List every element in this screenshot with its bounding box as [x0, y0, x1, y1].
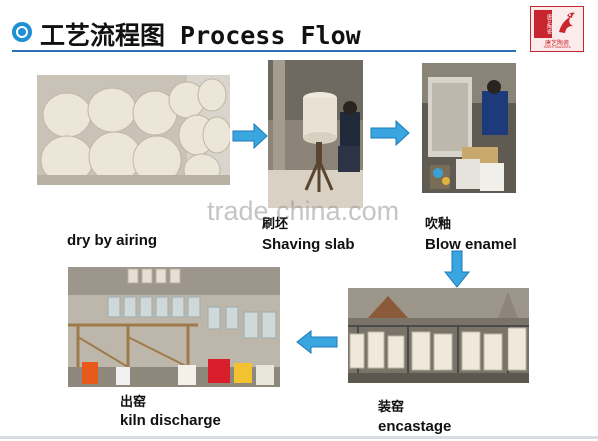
slide-title: 工艺流程图 Process Flow [40, 21, 361, 50]
step-label-dry-by-airing: dry by airing [67, 232, 158, 249]
logo-subtitle: TANGYI CERAMICS [543, 45, 571, 49]
phoenix-icon [555, 10, 577, 36]
arrow-left-icon [296, 330, 338, 354]
step-label-encastage: encastage [378, 418, 452, 435]
bullet-icon [12, 22, 32, 42]
title-underline [12, 50, 516, 52]
brand-logo: 唐艺陶瓷 唐艺陶瓷 TANGYI CERAMICS [530, 6, 584, 52]
photo-dry-by-airing [37, 75, 230, 185]
slide-bottom-border [0, 436, 598, 439]
logo-side-text: 唐艺陶瓷 [534, 10, 552, 38]
step-label-zh-kiln-discharge: 出窑 [120, 395, 147, 410]
watermark: trade.china.com [207, 196, 400, 226]
slide-header: 工艺流程图 Process Flow 唐艺陶瓷 唐艺陶瓷 TANGYI CERA… [0, 0, 598, 60]
step-label-shaving-slab: Shaving slab [262, 236, 355, 253]
arrow-down-icon [444, 250, 470, 288]
photo-kiln-discharge [68, 267, 280, 387]
logo-name: 唐艺陶瓷 [544, 41, 569, 47]
step-label-zh-shaving-slab: 刷坯 [262, 217, 289, 232]
arrow-right-icon [232, 123, 268, 149]
photo-blow-enamel [422, 63, 516, 193]
step-label-blow-enamel: Blow enamel [425, 236, 517, 253]
photo-shaving-slab [268, 60, 363, 208]
step-label-zh-encastage: 装窑 [378, 400, 405, 415]
arrow-right-icon [370, 120, 410, 146]
photo-encastage [348, 288, 529, 383]
step-label-zh-blow-enamel: 吹釉 [425, 217, 452, 232]
step-label-kiln-discharge: kiln discharge [120, 412, 221, 429]
